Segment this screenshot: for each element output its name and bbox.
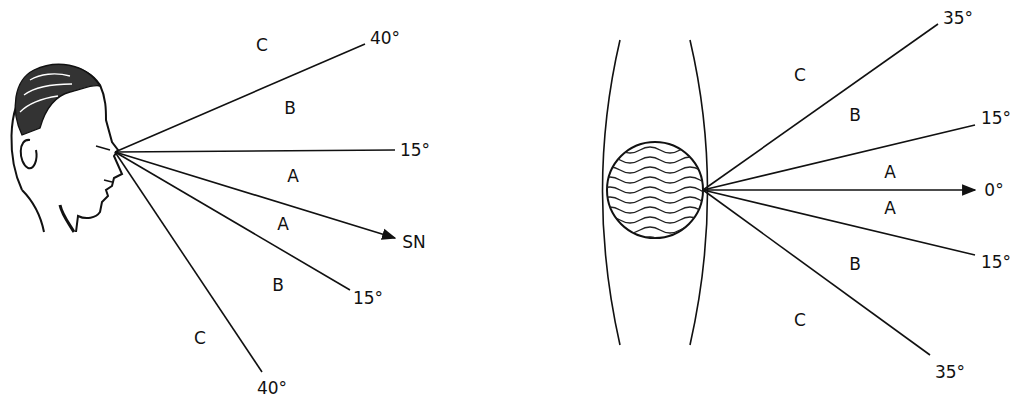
head-neck-shadow <box>60 205 74 232</box>
zone-letter: A <box>884 163 896 182</box>
zone-letter: C <box>256 36 268 55</box>
zone-letter: A <box>277 215 289 234</box>
angle-label: 15° <box>981 253 1011 272</box>
zone-letter: C <box>794 311 806 330</box>
globe <box>600 40 720 345</box>
angle-label: 35° <box>935 363 965 382</box>
zone-letter: A <box>884 199 896 218</box>
zone-letter: C <box>194 329 206 348</box>
angle-label: 15° <box>353 289 383 308</box>
angle-label: 35° <box>943 9 973 28</box>
axis-label: SN <box>402 233 426 252</box>
angle-label: 15° <box>981 109 1011 128</box>
left-rays <box>115 44 395 372</box>
zone-letter: B <box>849 106 861 125</box>
zone-letter: C <box>794 66 806 85</box>
zone-letter: A <box>287 167 299 186</box>
angle-label: 40° <box>370 29 400 48</box>
angle-label: 15° <box>400 141 430 160</box>
angle-label: 0° <box>984 181 1003 200</box>
right-rays <box>703 24 975 355</box>
angle-label: 40° <box>257 379 287 398</box>
zone-letter: B <box>272 276 284 295</box>
zone-letter: B <box>849 255 861 274</box>
zone-letter: B <box>284 99 296 118</box>
head-hair <box>15 64 100 135</box>
